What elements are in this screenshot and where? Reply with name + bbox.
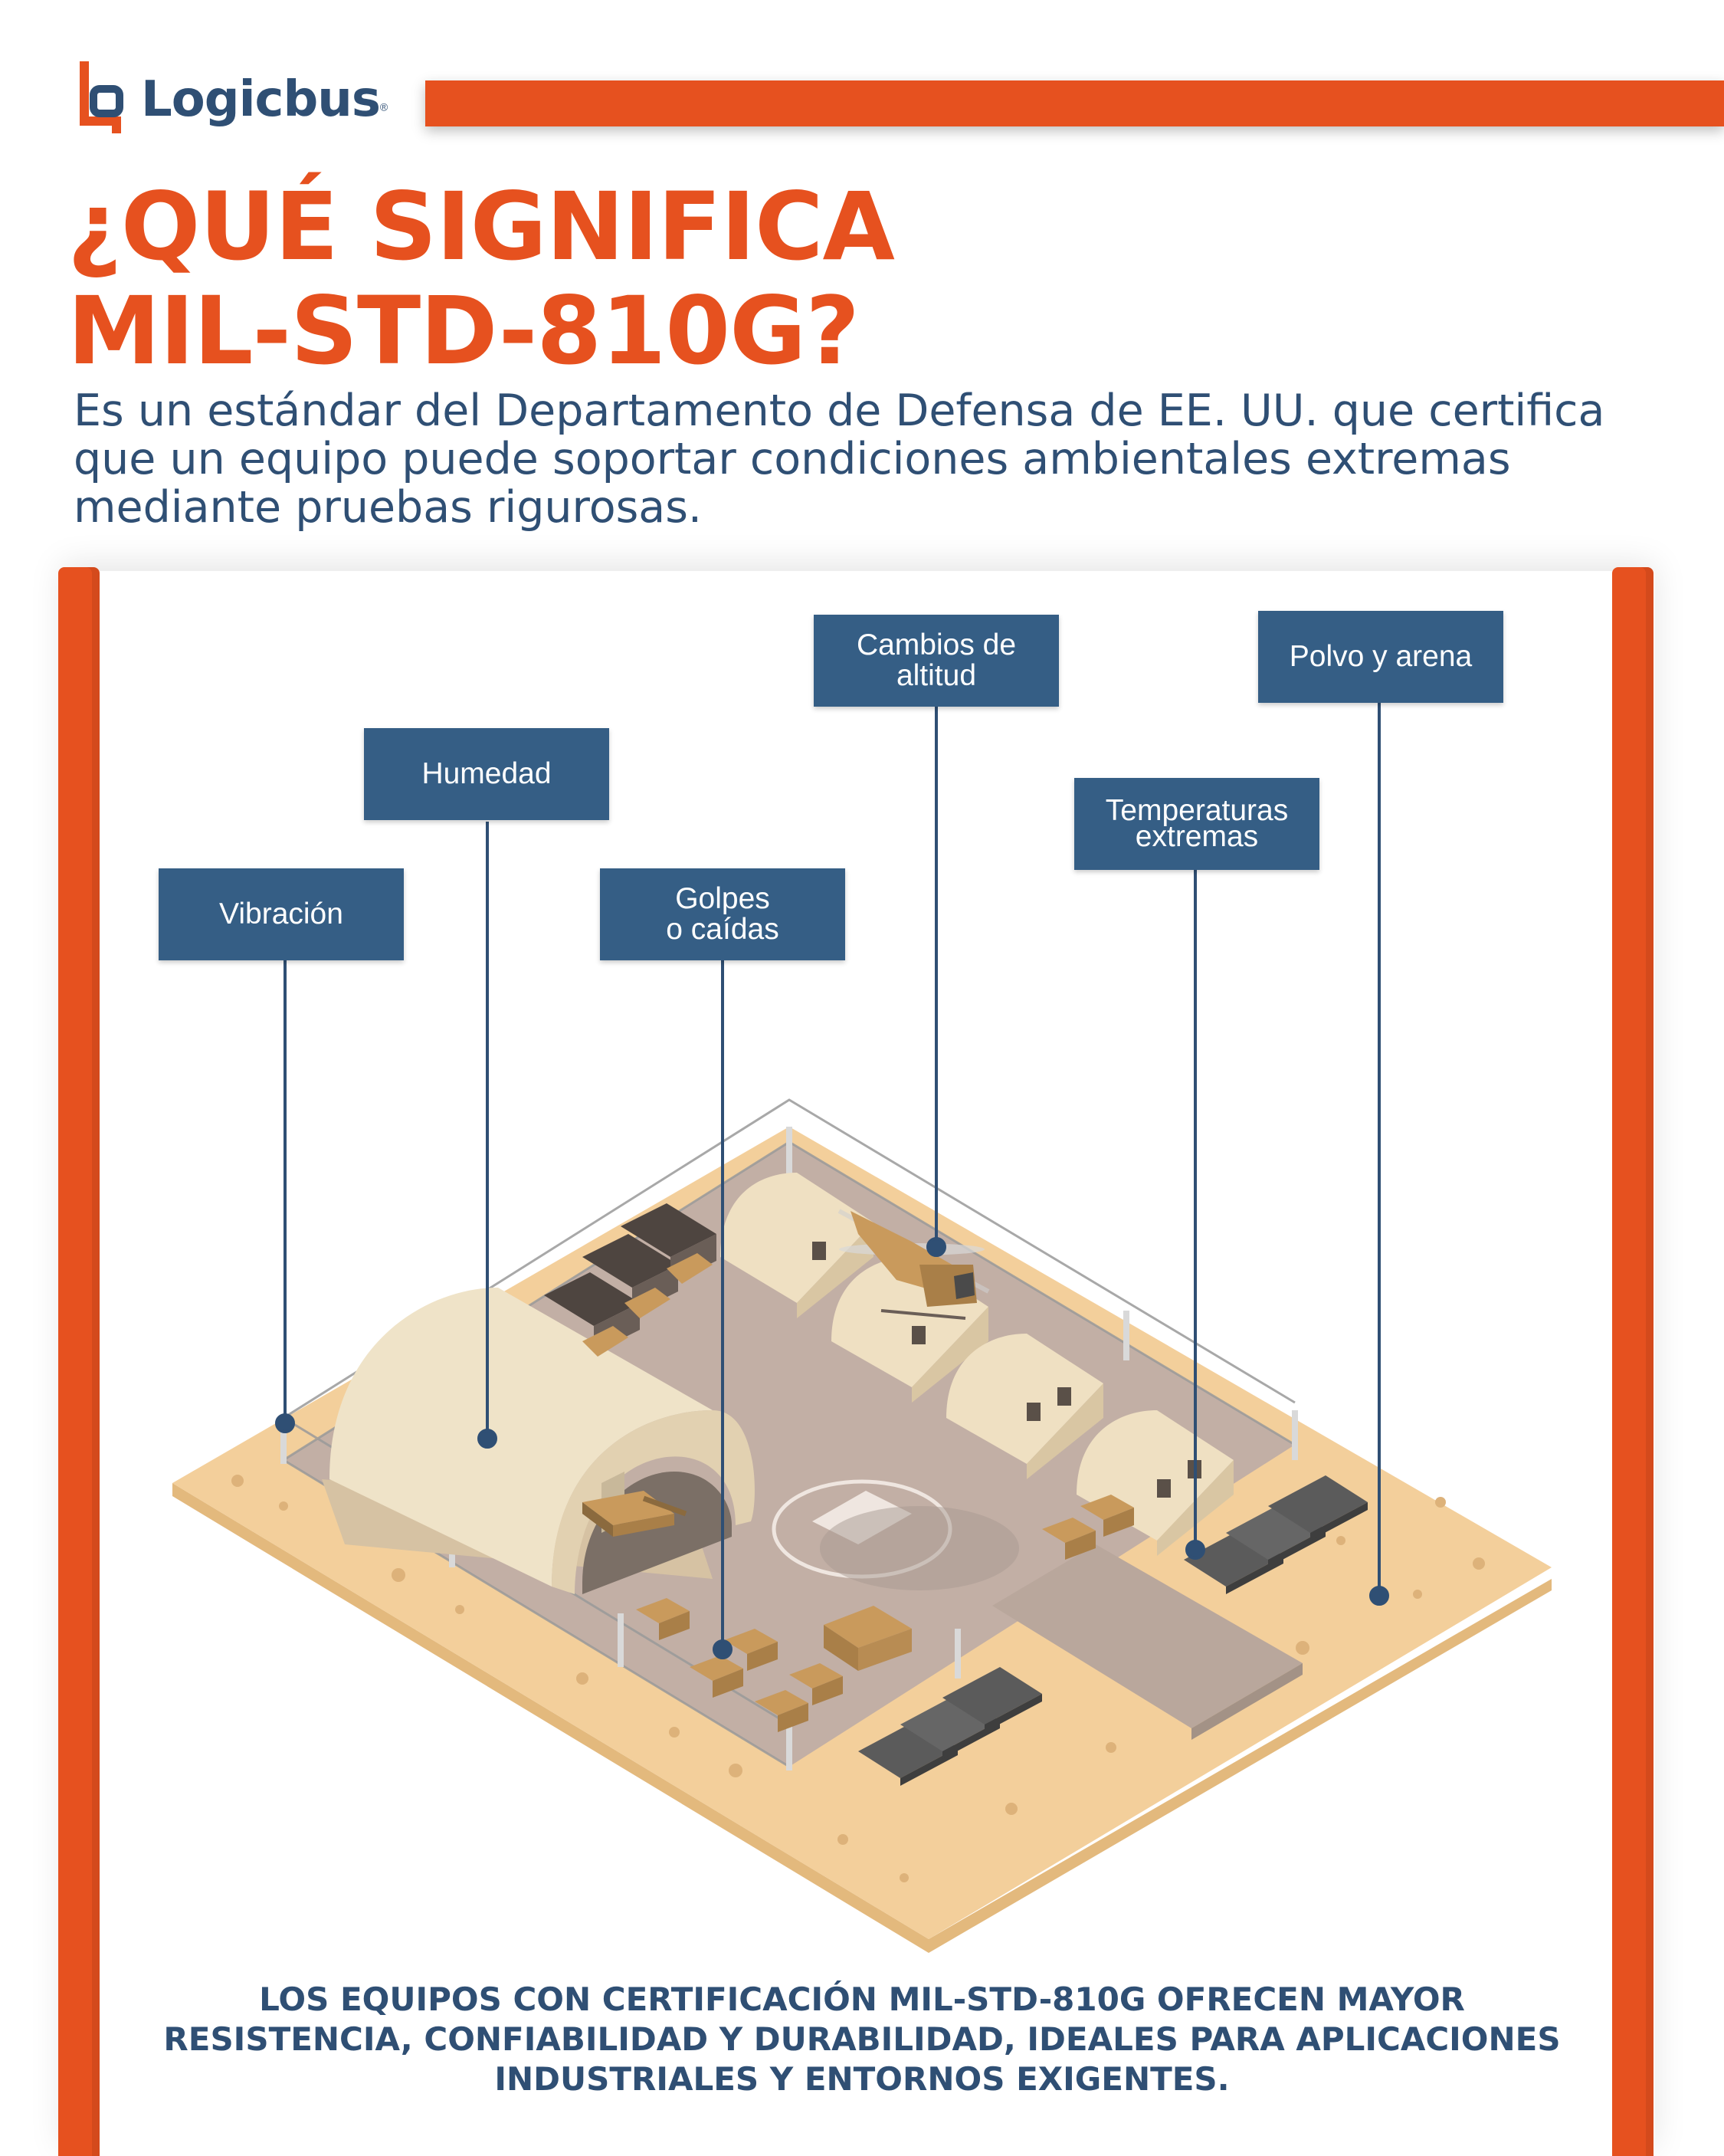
label-altitud-line2: altitud [896, 659, 977, 692]
label-altitud-line1: Cambios de [856, 628, 1017, 661]
trucks [544, 1203, 716, 1357]
label-temperaturas-line2: extremas [1135, 820, 1259, 853]
label-polvo: Polvo y arena [1258, 611, 1503, 703]
label-polvo-text: Polvo y arena [1289, 640, 1473, 673]
registered-mark: ® [379, 100, 388, 113]
footer-line-1: LOS EQUIPOS CON CERTIFICACIÓN MIL-STD-81… [259, 1980, 1465, 2018]
solar-panels-right [1184, 1475, 1368, 1594]
page-title: ¿QUÉ SIGNIFICA MIL-STD-810G? [67, 172, 895, 386]
helipad [772, 1479, 1019, 1590]
label-humedad: Humedad [364, 728, 609, 820]
left-accent-bar [58, 567, 100, 2156]
road-side [1191, 1663, 1303, 1740]
footer-line-2: RESISTENCIA, CONFIABILIDAD Y DURABILIDAD… [163, 2020, 1561, 2058]
title-line-2: MIL-STD-810G? [67, 277, 860, 386]
label-temperaturas: Temperaturas extremas [1074, 778, 1319, 870]
logicbus-logo-icon [80, 61, 123, 133]
armored-vehicles [636, 1495, 1134, 1732]
base-ground [284, 1142, 1295, 1767]
label-vibracion: Vibración [159, 868, 404, 960]
tank [582, 1491, 687, 1537]
brand-name: Logicbus [141, 71, 381, 128]
top-accent-bar [425, 80, 1724, 126]
callout-lines [275, 701, 1389, 1659]
page-subtitle: Es un estándar del Departamento de Defen… [74, 386, 1605, 533]
label-temperaturas-line1: Temperaturas [1105, 794, 1289, 827]
solar-panels-left [858, 1667, 1042, 1786]
label-golpes: Golpes o caídas [600, 868, 845, 960]
helicopter [837, 1209, 990, 1320]
label-humedad-text: Humedad [421, 757, 552, 790]
label-golpes-line1: Golpes [675, 882, 770, 915]
logo: Logicbus® [77, 61, 388, 138]
road [992, 1544, 1303, 1728]
right-accent-bar [1612, 567, 1654, 2156]
footer-statement: LOS EQUIPOS CON CERTIFICACIÓN MIL-STD-81… [115, 1980, 1609, 2099]
label-altitud: Cambios de altitud [814, 615, 1059, 707]
label-vibracion-text: Vibración [219, 898, 343, 930]
title-line-1: ¿QUÉ SIGNIFICA [67, 172, 895, 281]
footer-line-3: INDUSTRIALES Y ENTORNOS EXIGENTES. [494, 2060, 1230, 2098]
label-golpes-line2: o caídas [666, 913, 779, 946]
